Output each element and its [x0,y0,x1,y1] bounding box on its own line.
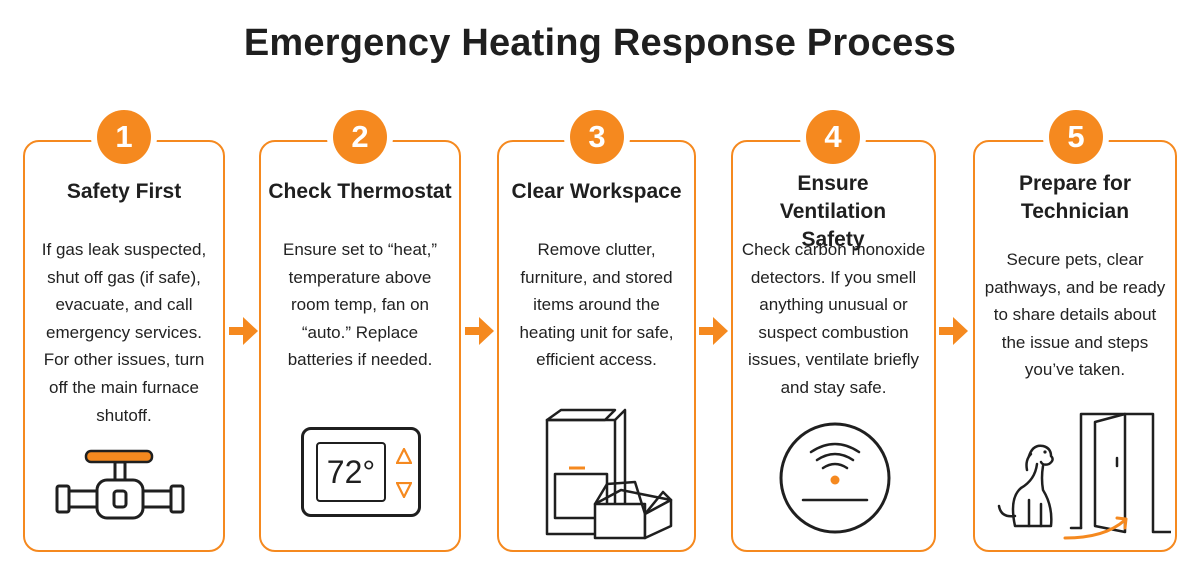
thermostat-screen: 72° [316,442,386,502]
step-card-5: Prepare for Technician Secure pets, clea… [973,140,1177,552]
step-title: Check Thermostat [268,180,452,203]
step-number-badge-3: 3 [570,110,624,164]
dog-and-door-icon [997,412,1171,540]
arrow-up-icon [396,448,412,464]
step-number-badge-1: 1 [97,110,151,164]
step-number-badge-2: 2 [333,110,387,164]
step-title: Ensure Ventilation Safety [779,172,887,251]
step-text: Remove clutter, furniture, and stored it… [519,240,674,370]
step-text: If gas leak suspected, shut off gas (if … [41,240,207,425]
arrow-down-icon [396,482,412,498]
step-number-badge-5: 5 [1049,110,1103,164]
thermostat-temperature: 72° [326,454,376,490]
step-text: Ensure set to “heat,” temperature above … [282,240,438,370]
step-text: Secure pets, clear pathways, and be read… [984,250,1166,380]
step-text: Check carbon monoxide detectors. If you … [741,240,926,397]
step-card-3: Clear Workspace Remove clutter, furnitur… [497,140,696,552]
arrow-right-icon [699,317,728,345]
step-card-4: Ensure Ventilation Safety Check carbon m… [731,140,936,552]
co-detector-icon [779,422,891,534]
step-number-badge-4: 4 [806,110,860,164]
step-card-1: Safety First If gas leak suspected, shut… [23,140,225,552]
arrow-right-icon [229,317,258,345]
step-title: Prepare for Technician [1018,172,1132,223]
thermostat-icon: 72° [301,427,421,517]
step-card-2: Check Thermostat Ensure set to “heat,” t… [259,140,461,552]
step-title: Safety First [66,180,182,203]
gas-valve-icon [55,449,185,520]
furnace-and-box-icon [545,408,673,540]
step-title: Clear Workspace [511,180,682,203]
arrow-right-icon [939,317,968,345]
page-title: Emergency Heating Response Process [243,22,957,64]
arrow-right-icon [465,317,494,345]
